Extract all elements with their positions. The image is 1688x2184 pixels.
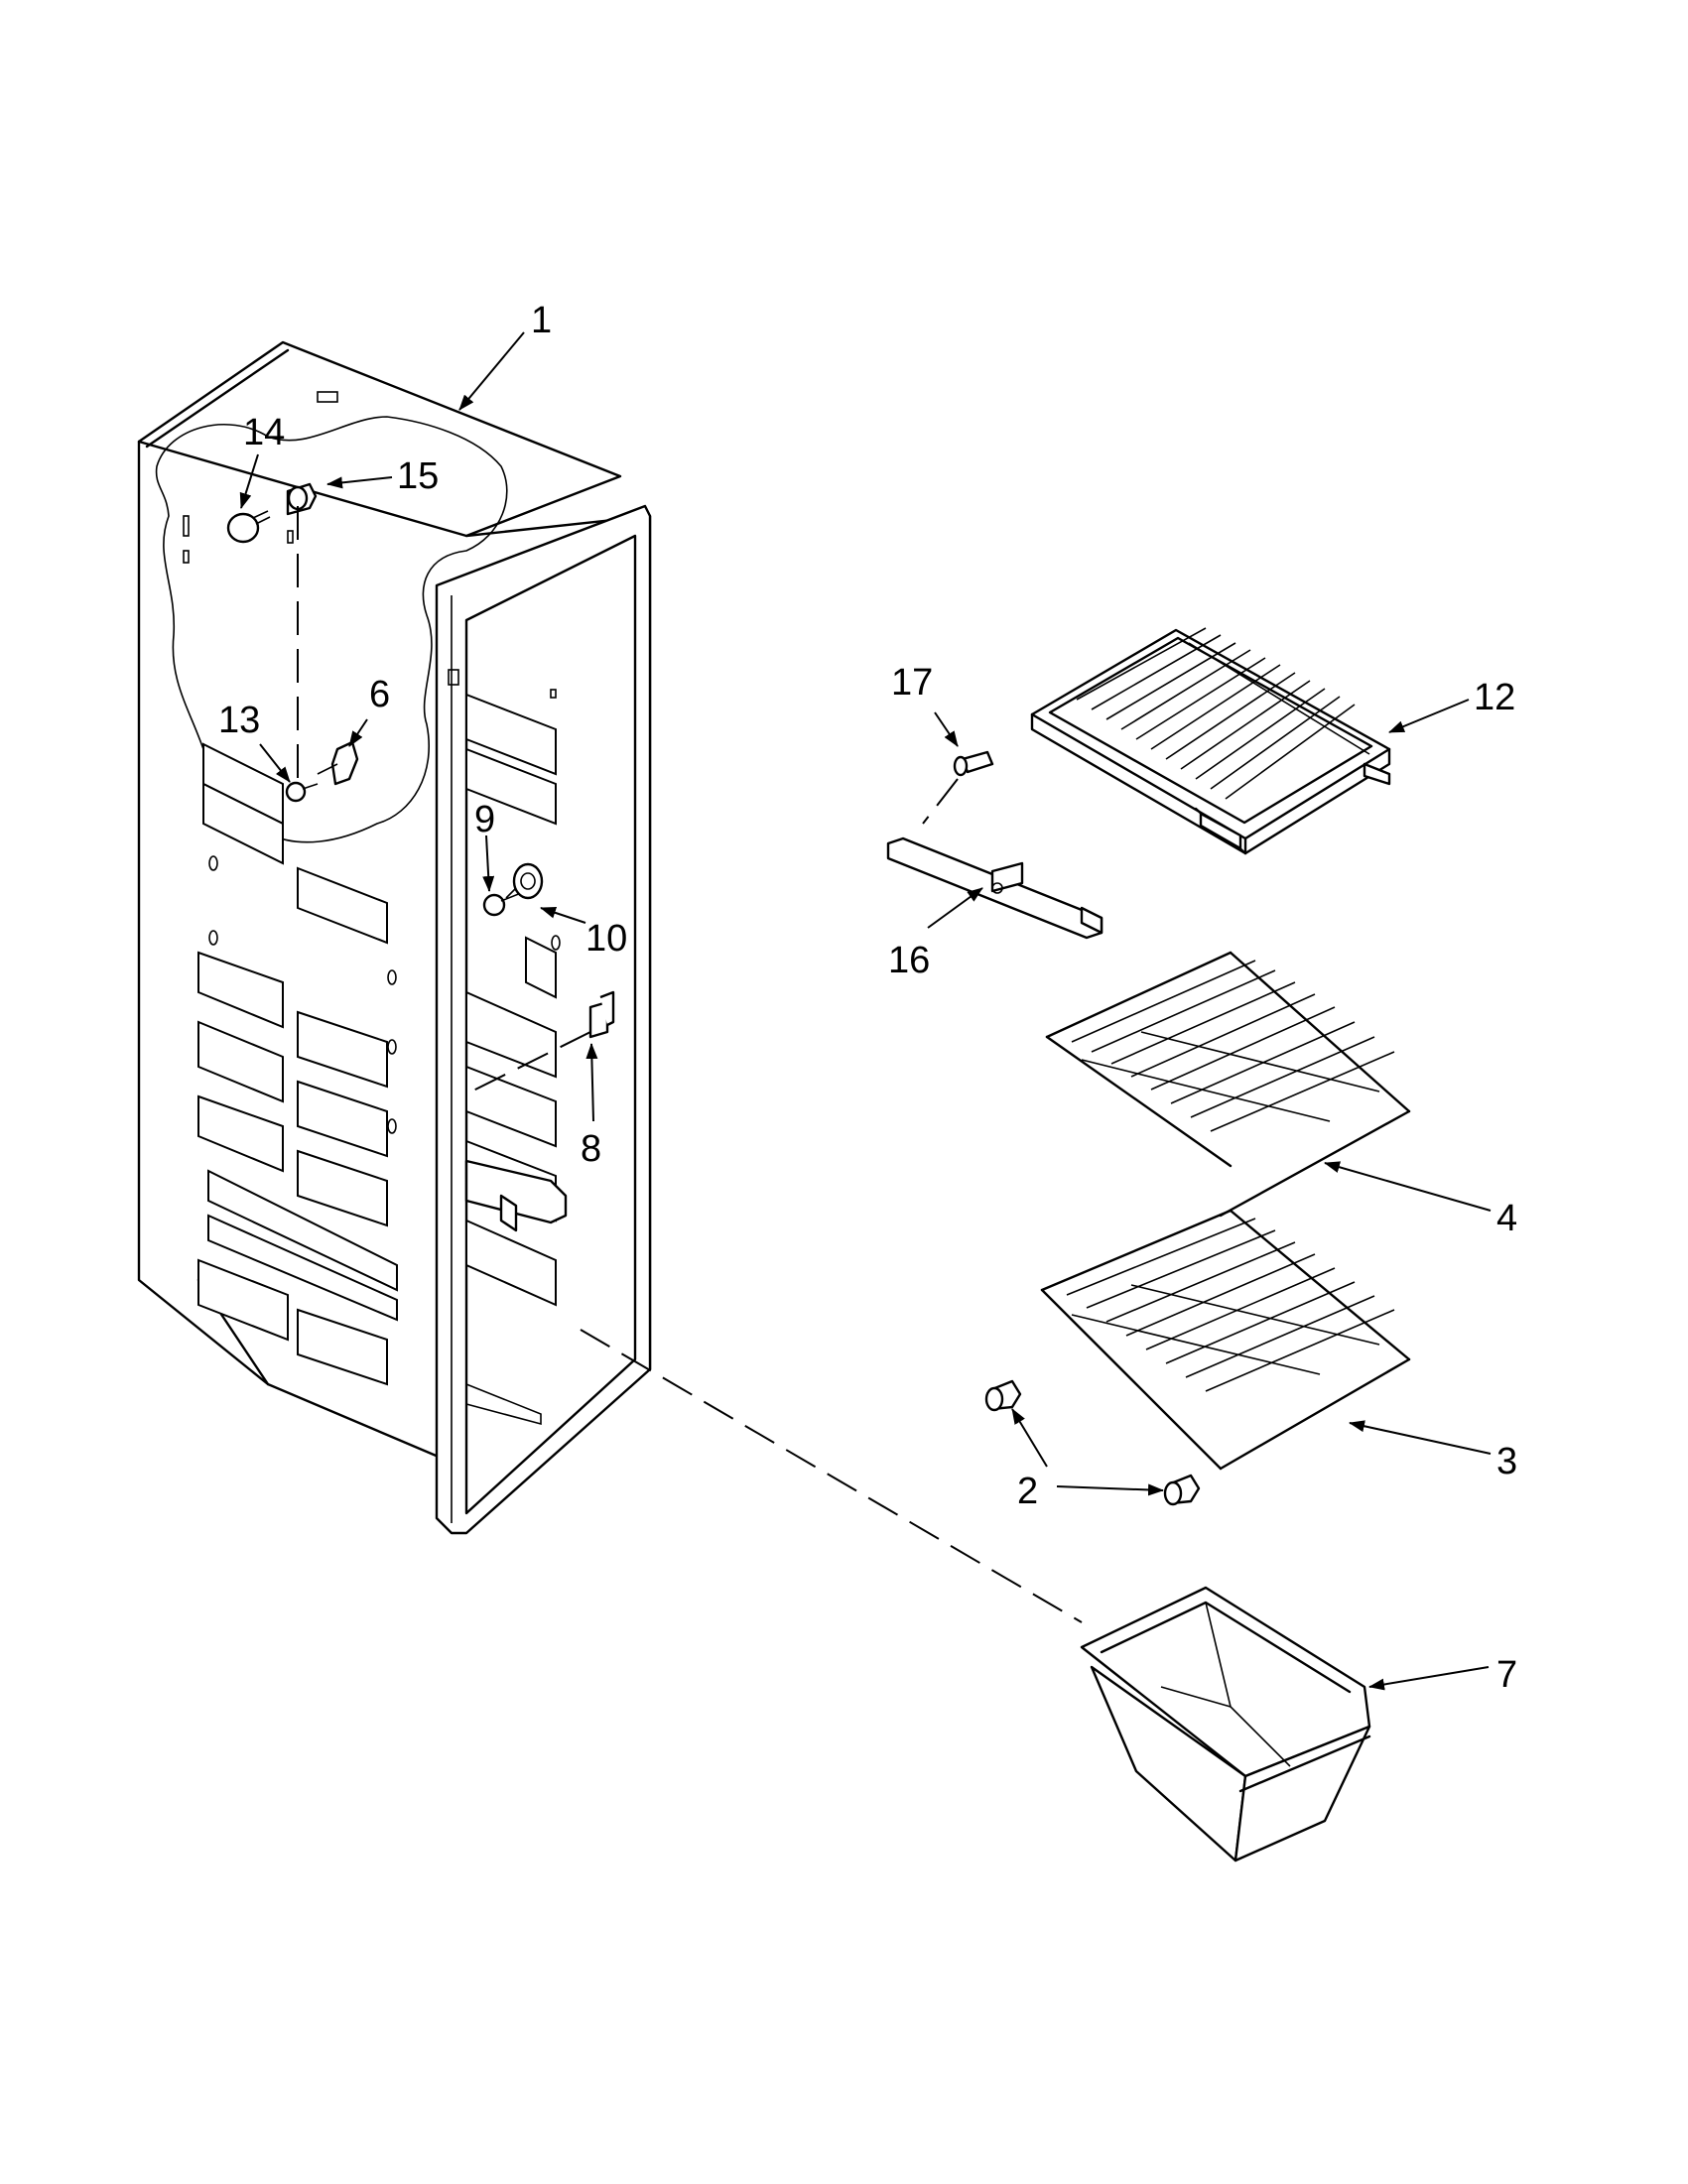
wire-shelf-part-3	[1040, 1209, 1411, 1471]
callout-12: 12	[1474, 677, 1515, 718]
callout-13: 13	[218, 700, 260, 741]
callout-2: 2	[1017, 1471, 1038, 1512]
light-bulb-part	[226, 510, 271, 544]
screw-part-17	[922, 750, 994, 825]
screw-part-13	[285, 781, 319, 803]
spacer-part	[505, 862, 544, 900]
callout-15: 15	[397, 455, 439, 497]
freezer-bin-part	[580, 1329, 1371, 1863]
callout-8: 8	[581, 1128, 601, 1170]
liner-side-panels	[197, 742, 398, 1386]
screw-part-9	[482, 892, 522, 917]
callout-9: 9	[474, 799, 495, 840]
shelf-support-part	[886, 836, 1104, 940]
glide-parts	[984, 1379, 1201, 1506]
freezer-shelf-part	[1030, 627, 1391, 855]
wire-shelf-part-4	[1045, 951, 1411, 1218]
freezer-liner-part	[137, 340, 652, 1535]
light-socket-part	[286, 482, 318, 794]
clip-part	[470, 990, 615, 1092]
callout-10: 10	[585, 918, 627, 960]
callout-4: 4	[1496, 1198, 1517, 1239]
callout-6: 6	[369, 674, 390, 715]
leader-lines	[239, 331, 1492, 1691]
callout-7: 7	[1496, 1654, 1517, 1696]
callout-1: 1	[531, 300, 552, 341]
callout-labels: 1 2 3 4 6 7 8 9 10 12 13 14 15 16 17	[218, 300, 1517, 1696]
callout-16: 16	[888, 940, 930, 981]
callout-3: 3	[1496, 1441, 1517, 1482]
callout-14: 14	[243, 412, 285, 453]
callout-17: 17	[891, 662, 933, 704]
